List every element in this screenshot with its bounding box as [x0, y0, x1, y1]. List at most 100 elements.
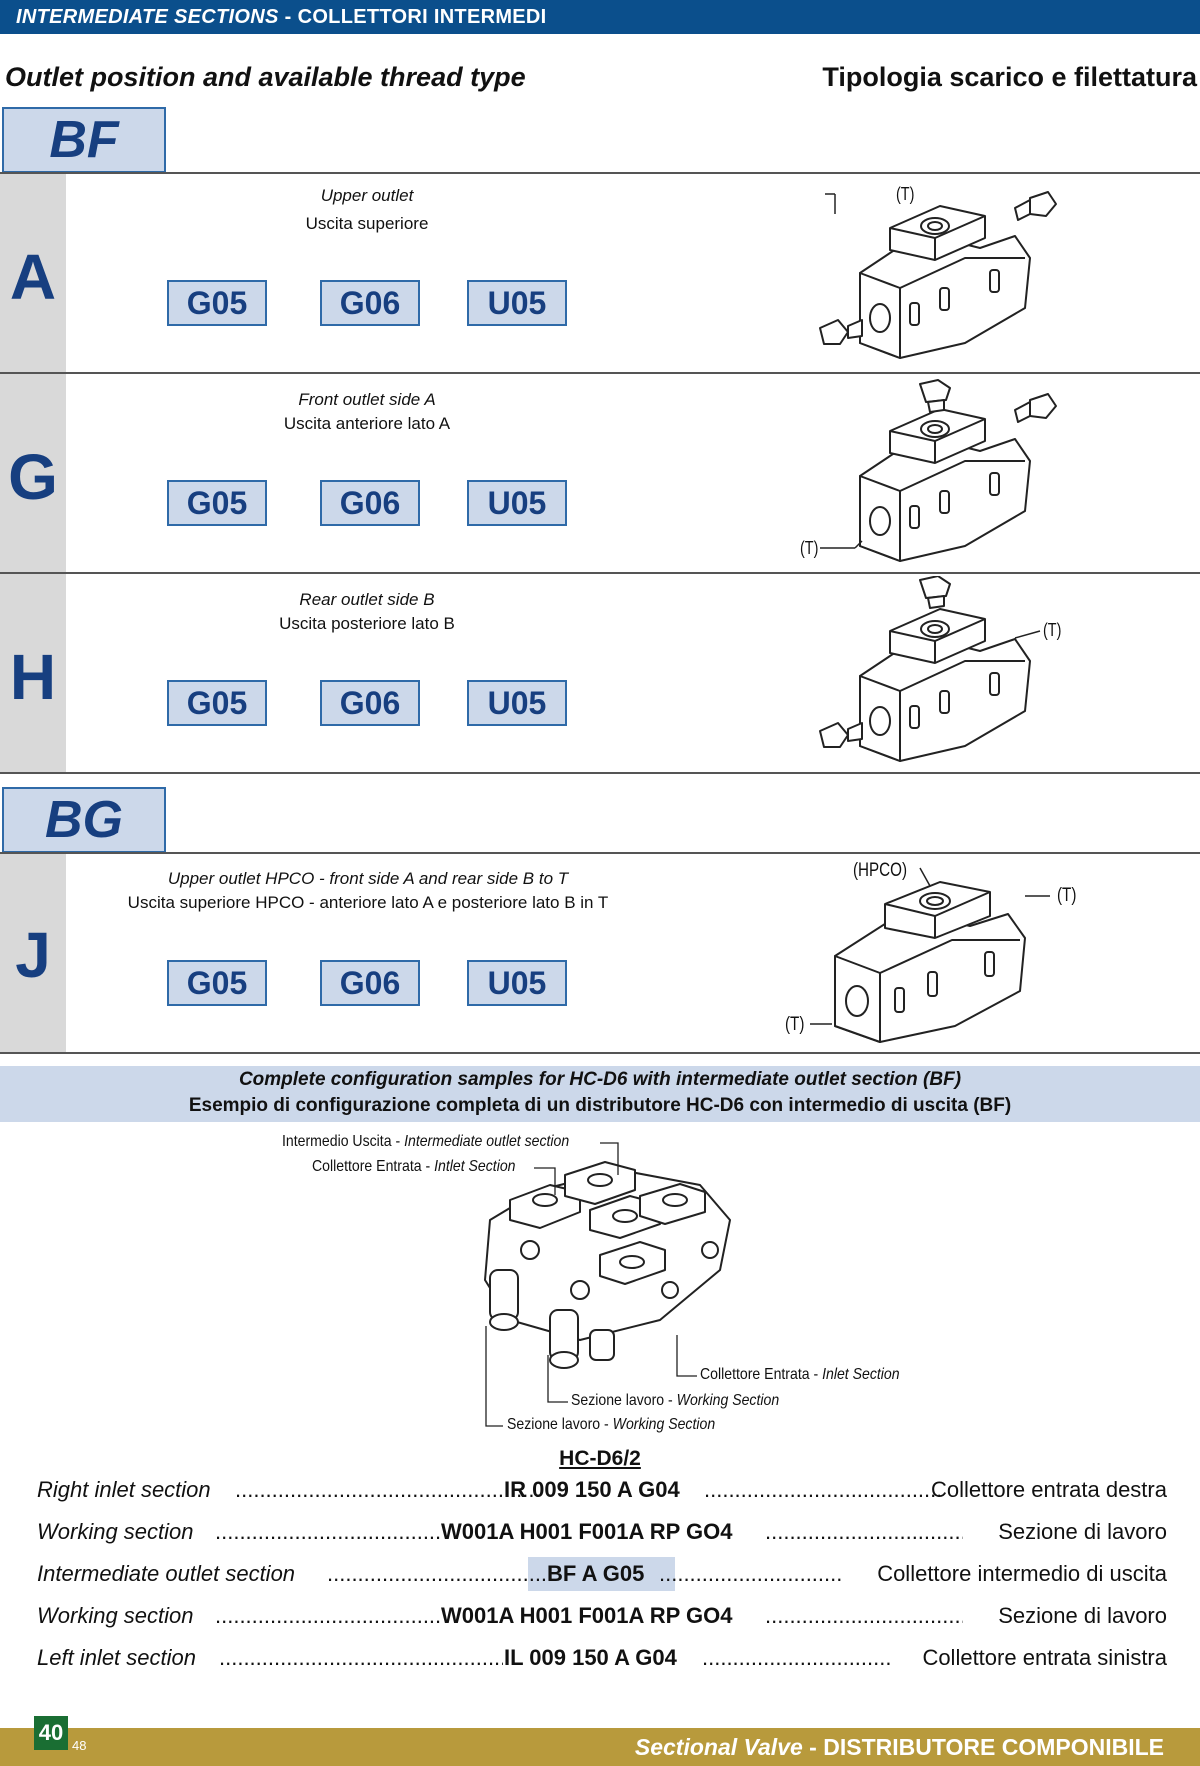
callout-en: Inlet Section [822, 1366, 900, 1383]
sample-title-it: Esempio di configurazione completa di un… [188, 1095, 1012, 1116]
row-letter-j: J [15, 919, 51, 991]
row-label-bg [0, 854, 66, 1052]
callout-it: Intermedio Uscita - [282, 1133, 405, 1150]
thread-option-g06[interactable]: G06 [320, 680, 420, 726]
config-code: IR 009 150 A G04 [504, 1477, 680, 1502]
dot-leader: ........................................… [235, 1477, 541, 1502]
sample-title-en: Complete configuration samples for HC-D6… [238, 1069, 962, 1090]
valve-illustration-hpco-outlet [780, 856, 1080, 1055]
divider [0, 172, 1200, 174]
row-desc-en: Front outlet side A [298, 390, 436, 409]
thread-option-g05[interactable]: G05 [167, 280, 267, 326]
footer-title-it: DISTRIBUTORE COMPONIBILE [823, 1734, 1164, 1760]
dot-leader: ........................................… [765, 1519, 963, 1544]
thread-option-u05[interactable]: U05 [467, 280, 567, 326]
config-label-en: Right inlet section [37, 1477, 211, 1502]
config-code: IL 009 150 A G04 [504, 1645, 677, 1670]
thread-option-u05[interactable]: U05 [467, 960, 567, 1006]
row-desc-en: Upper outlet [320, 186, 414, 205]
footer-title-en: Sectional Valve [634, 1734, 803, 1760]
config-label-en: Working section [37, 1519, 194, 1544]
dot-leader: ........................................… [765, 1603, 963, 1628]
row-label-bg [0, 174, 66, 372]
port-label-t: (T) [896, 184, 915, 204]
sample-title-band: Complete configuration samples for HC-D6… [0, 1066, 1200, 1122]
dot-leader: ........................................… [327, 1561, 553, 1586]
header-title: INTERMEDIATE SECTIONS-COLLETTORI INTERME… [16, 6, 547, 29]
row-label-bg [0, 374, 66, 572]
config-label-en: Left inlet section [37, 1645, 196, 1670]
callout-it: Collettore Entrata - [312, 1158, 435, 1175]
callout-it: Sezione lavoro - [571, 1392, 677, 1409]
config-code: W001A H001 F001A RP GO4 [441, 1519, 733, 1544]
row-letter-a: A [9, 241, 57, 313]
config-code-highlighted: BF A G05 [547, 1561, 645, 1586]
dot-leader: ........................................… [215, 1519, 441, 1544]
thread-option-g05[interactable]: G05 [167, 480, 267, 526]
dot-leader: ........................................… [659, 1561, 844, 1586]
config-label-it: Collettore intermedio di uscita [877, 1561, 1167, 1586]
callout-working-section-2: Sezione lavoro - Working Section [507, 1416, 715, 1434]
valve-assembly-illustration [470, 1130, 750, 1385]
valve-illustration-front-outlet [790, 376, 1080, 575]
thread-option-u05[interactable]: U05 [467, 480, 567, 526]
row-letter-h: H [9, 641, 57, 713]
divider [0, 572, 1200, 574]
config-code: W001A H001 F001A RP GO4 [441, 1603, 733, 1628]
row-label-bg [0, 574, 66, 772]
thread-option-g05[interactable]: G05 [167, 680, 267, 726]
config-label-it: Sezione di lavoro [998, 1519, 1167, 1544]
config-row: Working section ........................… [37, 1603, 1167, 1633]
dot-leader: ........................................… [219, 1645, 503, 1670]
config-label-it: Collettore entrata destra [930, 1477, 1167, 1502]
header-bar: INTERMEDIATE SECTIONS-COLLETTORI INTERME… [0, 0, 1200, 34]
config-row: Right inlet section ....................… [37, 1477, 1167, 1507]
config-label-en: Intermediate outlet section [37, 1561, 296, 1586]
thread-option-u05[interactable]: U05 [467, 680, 567, 726]
config-row: Working section ........................… [37, 1519, 1167, 1549]
port-label-hpco: (HPCO) [853, 860, 908, 881]
header-title-it: COLLETTORI INTERMEDI [297, 6, 547, 28]
row-desc-en: Upper outlet HPCO - front side A and rea… [167, 869, 569, 888]
port-label-t: (T) [1057, 885, 1077, 906]
thread-option-g06[interactable]: G06 [320, 280, 420, 326]
config-row: Intermediate outlet section ............… [37, 1557, 1167, 1591]
model-title: HC-D6/2 [559, 1447, 641, 1470]
divider [0, 772, 1200, 774]
row-desc-it: Uscita posteriore lato B [279, 614, 455, 633]
subheader-it: Tipologia scarico e filettatura [822, 62, 1197, 92]
row-desc-it: Uscita superiore [305, 214, 429, 233]
callout-en: Working Section [612, 1416, 716, 1433]
footer-title: Sectional Valve - DISTRIBUTORE COMPONIBI… [635, 1734, 1164, 1761]
port-label-t: (T) [800, 538, 819, 558]
divider [0, 852, 1200, 854]
highlight-current-section [528, 1557, 675, 1591]
dot-leader: ........................................… [215, 1603, 441, 1628]
thread-option-g06[interactable]: G06 [320, 480, 420, 526]
subheader-en: Outlet position and available thread typ… [5, 62, 526, 92]
port-label-t: (T) [1043, 620, 1062, 640]
dot-leader: ........................................… [702, 1645, 892, 1670]
divider [0, 1052, 1200, 1054]
callout-en: Intlet Section [434, 1158, 516, 1175]
config-label-en: Working section [37, 1603, 194, 1628]
callout-en: Intermediate outlet section [404, 1133, 570, 1150]
valve-illustration-rear-outlet [790, 575, 1080, 775]
page-number-secondary: 48 [72, 1738, 87, 1753]
valve-illustration-upper-outlet [790, 178, 1080, 373]
footer-bar: Sectional Valve - DISTRIBUTORE COMPONIBI… [0, 1728, 1200, 1766]
port-label-t: (T) [785, 1014, 805, 1035]
callout-working-section-1: Sezione lavoro - Working Section [571, 1392, 779, 1410]
callout-en: Working Section [676, 1392, 780, 1409]
thread-option-g06[interactable]: G06 [320, 960, 420, 1006]
callout-intermediate-outlet: Intermedio Uscita - Intermediate outlet … [282, 1133, 569, 1151]
callout-it: Sezione lavoro - [507, 1416, 613, 1433]
group-code-bg: BG [2, 787, 166, 853]
footer-separator: - [802, 1734, 824, 1760]
page-number: 40 [34, 1716, 68, 1750]
callout-inlet-section-top: Collettore Entrata - Intlet Section [312, 1158, 515, 1176]
thread-option-g05[interactable]: G05 [167, 960, 267, 1006]
dot-leader: ........................................… [704, 1477, 940, 1502]
header-title-en: INTERMEDIATE SECTIONS [16, 6, 279, 28]
